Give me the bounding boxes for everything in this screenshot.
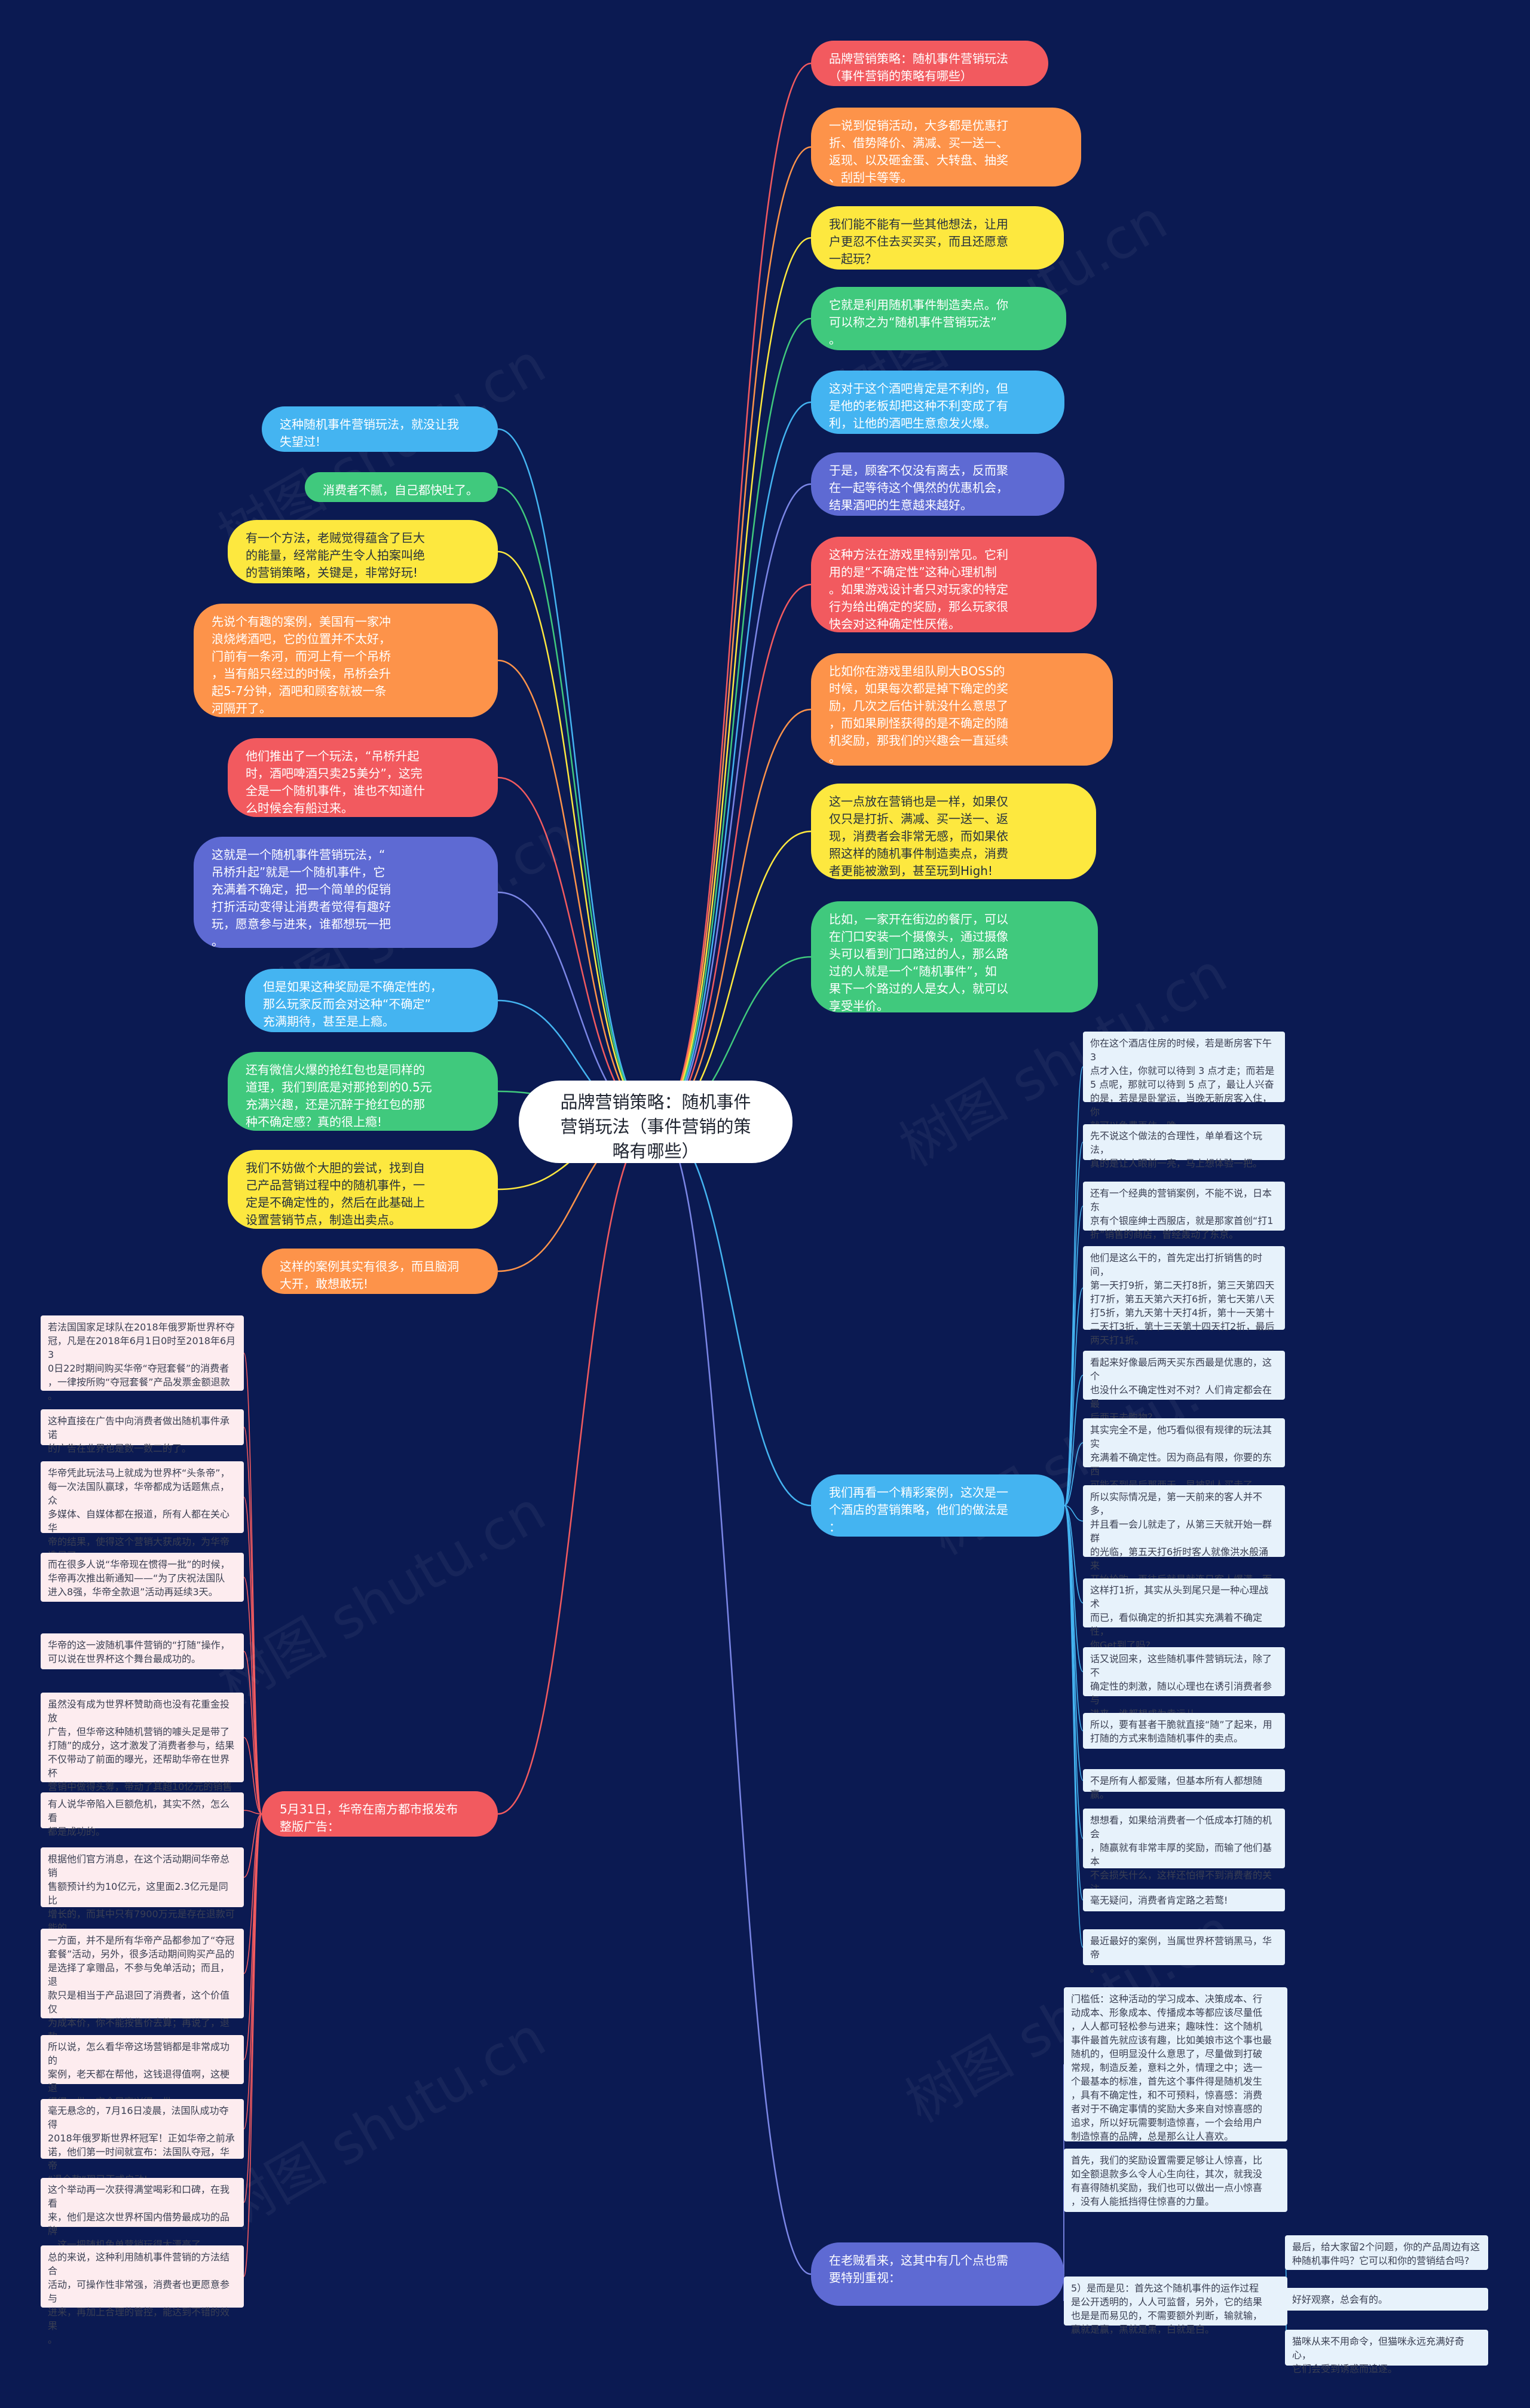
- leaf-note: 最后，给大家留2个问题，你的产品周边有这 种随机事件吗？它可以和你的营销结合吗?: [1285, 2235, 1488, 2270]
- branch-node-left[interactable]: 5月31日，华帝在南方都市报发布 整版广告：: [262, 1791, 498, 1837]
- leaf-note: 总的来说，这种利用随机事件营销的方法结合 活动，可操作性非常强，消费者也更愿意参…: [41, 2245, 244, 2345]
- link-line: [656, 146, 812, 1123]
- branch-node-left[interactable]: 有一个方法，老贼觉得蕴含了巨大 的能量，经常能产生令人拍案叫绝 的营销策略，关键…: [228, 520, 498, 583]
- branch-node-right[interactable]: 于是，顾客不仅没有离去，反而聚 在一起等待这个偶然的优惠机会， 结果酒吧的生意越…: [811, 452, 1064, 516]
- link-line: [243, 1737, 262, 1815]
- link-line: [243, 1813, 262, 2277]
- link-line: [243, 1810, 262, 1815]
- leaf-note: 华帝的这一波随机事件营销的“打随”操作， 可以说在世界杯这个舞台最成功的。: [41, 1633, 244, 1669]
- link-line: [656, 62, 812, 1123]
- leaf-note: 毫无疑问，消费者肯定路之若鹜!: [1083, 1889, 1285, 1911]
- leaf-note: 还有一个经典的营销案例，不能不说，日本东 京有个银座绅士西服店，就是那家首创“打…: [1083, 1182, 1285, 1240]
- link-line: [497, 659, 657, 1123]
- link-line: [656, 830, 812, 1123]
- leaf-note: 这样打1折，其实从头到尾只是一种心理战术 而已，看似确定的折扣其实充满着不确定性…: [1083, 1578, 1285, 1651]
- branch-node-right[interactable]: 这一点放在营销也是一样，如果仅 仅只是打折、满减、买一送一、返 现，消费者会非常…: [811, 784, 1096, 879]
- link-line: [243, 1651, 262, 1815]
- link-line: [656, 708, 812, 1123]
- leaf-note: 有人说华帝陷入巨额危机，其实不然，怎么看 都是成功的。: [41, 1792, 244, 1837]
- link-line: [656, 1121, 812, 1507]
- branch-node-right[interactable]: 一说到促销活动，大多都是优惠打 折、借势降价、满减、买一送一、 返现、以及砸金蛋…: [811, 108, 1081, 186]
- link-line: [243, 1813, 262, 2129]
- leaf-note: 毫无悬念的，7月16日凌晨，法国队成功夺得 2018年俄罗斯世界杯冠军！正如华帝…: [41, 2099, 244, 2185]
- link-line: [497, 428, 657, 1123]
- branch-node-left[interactable]: 消费者不腻，自己都快吐了。: [305, 472, 498, 502]
- leaf-note: 门槛低：这种活动的学习成本、决策成本、行 动成本、形象成本、传播成本等都应该尽量…: [1064, 1987, 1287, 2142]
- link-line: [1064, 1505, 1084, 1604]
- leaf-note: 最近最好的案例，当属世界杯营销黑马，华帝 。: [1083, 1929, 1285, 1974]
- branch-node-right[interactable]: 我们再看一个精彩案例，这次是一 个酒店的营销策略，他们的做法是 ：: [811, 1474, 1064, 1537]
- branch-node-left[interactable]: 他们推出了一个玩法，“吊桥升起 时，酒吧啤酒只卖25美分”，这完 全是一个随机事…: [228, 738, 498, 817]
- link-line: [243, 1813, 262, 1878]
- link-line: [656, 317, 812, 1123]
- link-line: [243, 1497, 262, 1815]
- link-line: [1064, 1505, 1084, 1522]
- leaf-note: 若法国国家足球队在2018年俄罗斯世界杯夺 冠，凡是在2018年6月1日0时至2…: [41, 1315, 244, 1402]
- leaf-note: 华帝凭此玩法马上就成为世界杯“头条帝”， 每一次法国队赢球，华帝都成为话题焦点，…: [41, 1461, 244, 1575]
- leaf-note: 根据他们官方消息，在这个活动期间华帝总销 售额预计约为10亿元，这里面2.3亿元…: [41, 1847, 244, 1933]
- branch-node-right[interactable]: 这种方法在游戏里特别常见。它利 用的是“不确定性”这种心理机制 。如果游戏设计者…: [811, 537, 1097, 632]
- leaf-note: 话又说回来，这些随机事件营销玩法，除了不 确定性的刺激，随以心理也在诱引消费者参…: [1083, 1647, 1285, 1719]
- branch-node-right[interactable]: 在老贼看来，这其中有几个点也需 要特别重视：: [811, 2242, 1064, 2306]
- link-line: [1064, 1442, 1084, 1506]
- branch-node-right[interactable]: 比如你在游戏里组队刷大BOSS的 时候，如果每次都是掉下确定的奖 励，几次之后估…: [811, 653, 1113, 766]
- leaf-note: 他们是这么干的，首先定出打折销售的时间， 第一天打9折，第二天打8折，第三天第四…: [1083, 1246, 1285, 1346]
- link-line: [1064, 1375, 1084, 1506]
- leaf-note: 所以说，怎么看华帝这场营销都是非常成功的 案例，老天都在帮他，这钱退得值啊，这梗…: [41, 2035, 244, 2107]
- link-line: [656, 583, 812, 1123]
- leaf-note: 看起来好像最后两天买东西最是优惠的，这个 也没什么不确定性对不对？人们肯定都会在…: [1083, 1351, 1285, 1423]
- link-line: [656, 483, 812, 1123]
- branch-node-left[interactable]: 这样的案例其实有很多，而且脑洞 大开，敢想敢玩!: [262, 1249, 498, 1294]
- branch-node-right[interactable]: 比如，一家开在街边的餐厅，可以 在门口安装一个摄像头，通过摄像 头可以看到门口路…: [811, 901, 1098, 1013]
- link-line: [656, 237, 812, 1123]
- leaf-note: 首先，我们的奖励设置需要足够让人惊喜，比 如全额退款多么令人心生向往，其次，就我…: [1064, 2149, 1287, 2212]
- leaf-note: 而在很多人说“华帝现在惯得一批”的时候， 华帝再次推出新通知——“为了庆祝法国队…: [41, 1553, 244, 1602]
- leaf-note: 这种直接在广告中向消费者做出随机事件承诺 的广告在业界也是数一数二的了。: [41, 1409, 244, 1454]
- leaf-note: 先不说这个做法的合理性，单单看这个玩法， 真的是让人眼前一亮，马上想体验一把。: [1083, 1124, 1285, 1169]
- branch-node-left[interactable]: 这种随机事件营销玩法，就没让我 失望过!: [262, 406, 498, 452]
- branch-node-left[interactable]: 还有微信火爆的抢红包也是同样的 道理，我们到底是对那抢到的0.5元 充满兴趣，还…: [228, 1052, 498, 1131]
- leaf-note: 好好观察，总会有的。: [1285, 2288, 1488, 2311]
- branch-node-right[interactable]: 品牌营销策略：随机事件营销玩法 （事件营销的策略有哪些）: [811, 41, 1048, 86]
- leaf-note: 不是所有人都爱赌，但基本所有人都想随赢。: [1083, 1769, 1285, 1800]
- link-line: [1064, 1505, 1084, 1948]
- leaf-note: 虽然没有成为世界杯赞助商也没有花重金投放 广告，但华帝这种随机营销的噱头足是带了…: [41, 1693, 244, 1806]
- link-line: [243, 1813, 262, 2203]
- branch-node-right[interactable]: 这对于这个酒吧肯定是不利的，但 是他的老板却把这种不利变成了有 利，让他的酒吧生…: [811, 371, 1064, 434]
- branch-node-left[interactable]: 我们不妨做个大胆的尝试，找到自 己产品营销过程中的随机事件，一 定是不确定性的，…: [228, 1150, 498, 1229]
- link-line: [243, 1577, 262, 1815]
- link-line: [1064, 1142, 1084, 1506]
- branch-node-left[interactable]: 这就是一个随机事件营销玩法，“ 吊桥升起”就是一个随机事件，它 充满着不确定，把…: [194, 837, 498, 948]
- leaf-note: 猫咪从来不用命令，但猫咪永远充满好奇心， 它们会受到诱惑而追逐。: [1285, 2330, 1488, 2375]
- leaf-note: 这个举动再一次获得满堂喝彩和口碑，在我看 来，他们是这次世界杯国内借势最成功的品…: [41, 2178, 244, 2250]
- leaf-note: 所以，要有甚者干脆就直接“随”了起来，用 打随的方式来制造随机事件的卖点。: [1083, 1713, 1285, 1749]
- link-line: [656, 401, 812, 1123]
- central-topic: 品牌营销策略：随机事件 营销玩法（事件营销的策 略有哪些）: [519, 1081, 792, 1163]
- branch-node-right[interactable]: 我们能不能有一些其他想法，让用 户更忍不住去买买买，而且还愿意 一起玩？: [811, 206, 1064, 270]
- link-line: [243, 1813, 262, 1974]
- leaf-note: 你在这个酒店住房的时候，若是断房客下午 3 点才入住，你就可以待到 3 点才走；…: [1083, 1032, 1285, 1131]
- leaf-note: 其实完全不是，他巧看似很有规律的玩法其实 充满着不确定性。因为商品有限，你要的东…: [1083, 1418, 1285, 1491]
- link-line: [497, 486, 657, 1123]
- link-line: [1064, 1205, 1084, 1506]
- branch-node-left[interactable]: 但是如果这种奖励是不确定性的， 那么玩家反而会对这种“不确定” 充满期待，甚至是…: [245, 969, 498, 1032]
- branch-node-right[interactable]: 它就是利用随机事件制造卖点。你 可以称之为“随机事件营销玩法” 。: [811, 287, 1066, 350]
- link-line: [243, 1427, 262, 1815]
- link-line: [497, 550, 657, 1123]
- link-line: [656, 1121, 812, 2275]
- leaf-note: 想想看，如果给消费者一个低成本打随的机会 ，随赢就有非常丰厚的奖励，而输了他们基…: [1083, 1809, 1285, 1908]
- leaf-note: 5）是而是见：首先这个随机事件的运作过程 是公开透明的，人人可监督，另外，它的结…: [1064, 2277, 1287, 2335]
- link-line: [1064, 1287, 1084, 1506]
- leaf-note: 所以实际情况是，第一天前来的客人并不多， 并且看一会儿就走了，从第三天就开始一群…: [1083, 1485, 1285, 1613]
- link-line: [497, 1121, 657, 1815]
- link-line: [1064, 1505, 1084, 1901]
- link-line: [497, 776, 657, 1123]
- branch-node-left[interactable]: 先说个有趣的案例，美国有一家冲 浪烧烤酒吧，它的位置并不太好， 门前有一条河，而…: [194, 604, 498, 717]
- leaf-note: 一方面，并不是所有华帝产品都参加了“夺冠 套餐”活动，另外，很多活动期间购买产品…: [41, 1929, 244, 2056]
